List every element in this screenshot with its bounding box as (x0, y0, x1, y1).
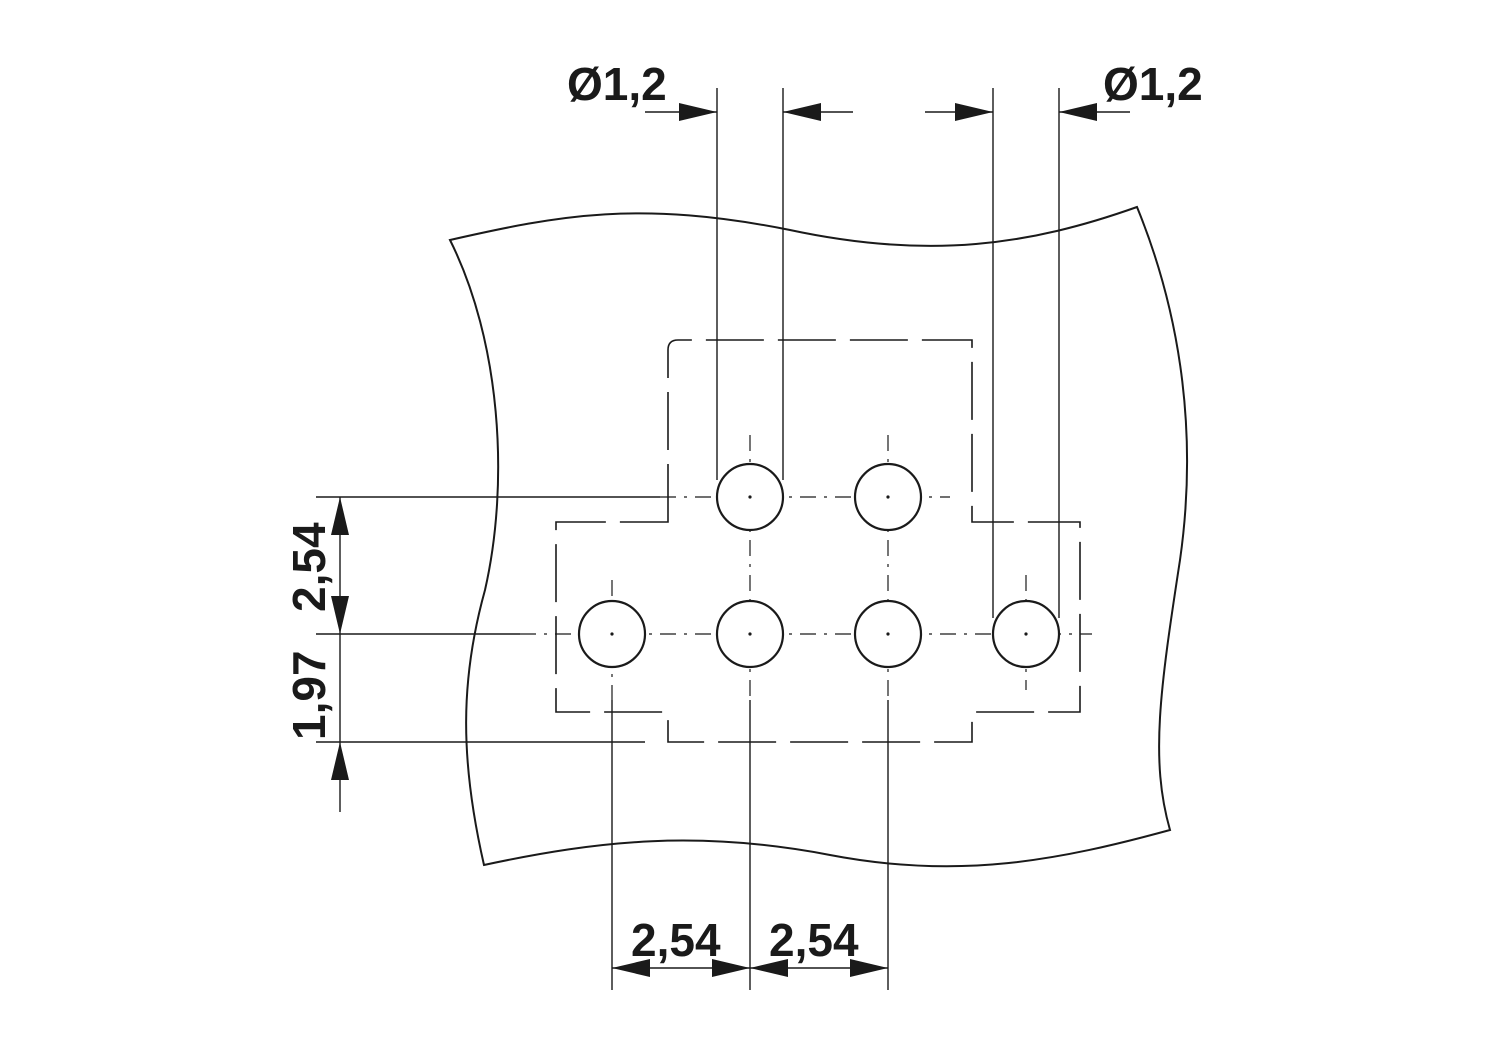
diameter-label-left: Ø1,2 (567, 58, 667, 110)
row-pitch-label: 2,54 (283, 522, 335, 612)
edge-offset-label: 1,97 (283, 650, 335, 740)
dimension-pitch-bottom: 2,54 2,54 (611, 700, 889, 990)
dimension-vertical-left: 2,54 1,97 (283, 496, 660, 812)
pcb-outline (448, 205, 1189, 868)
dimension-diameter-left: Ø1,2 (567, 58, 853, 480)
hole-centers (610, 495, 1028, 636)
dimension-diameter-right: Ø1,2 (925, 58, 1203, 618)
pitch-label-bottom-2: 2,54 (769, 914, 859, 966)
diameter-label-right: Ø1,2 (1103, 58, 1203, 110)
pitch-label-bottom-1: 2,54 (631, 914, 721, 966)
footprint-upper (555, 339, 1081, 743)
